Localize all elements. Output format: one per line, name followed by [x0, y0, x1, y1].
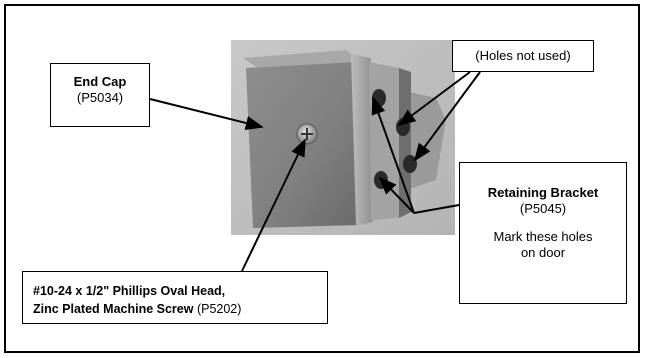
end-cap-part: (P5034)	[76, 90, 124, 105]
holes-leader-2	[413, 71, 481, 162]
screw-leader	[241, 138, 306, 272]
end-cap-name: End Cap	[73, 74, 127, 89]
retaining-bracket-name: Retaining Bracket	[487, 185, 599, 200]
bracket-leader-2	[378, 176, 415, 214]
retaining-bracket-note-2: on door	[520, 245, 566, 260]
retaining-bracket-part: (P5045)	[519, 201, 567, 216]
screw-line1: #10-24 x 1/2" Phillips Oval Head,	[33, 284, 226, 298]
holes-not-used-label: (Holes not used)	[475, 48, 571, 63]
holes-leader-1	[397, 71, 471, 127]
screw-callout: #10-24 x 1/2" Phillips Oval Head, Zinc P…	[22, 271, 328, 324]
bracket-leader-1	[371, 96, 415, 214]
end-cap-callout: End Cap (P5034)	[50, 63, 150, 127]
retaining-bracket-callout: Retaining Bracket (P5045) Mark these hol…	[459, 162, 627, 304]
screw-part: (P5202)	[196, 302, 242, 316]
bracket-pointer	[413, 204, 460, 214]
retaining-bracket-note-1: Mark these holes	[493, 229, 593, 244]
end-cap-leader	[149, 98, 264, 131]
holes-not-used-callout: (Holes not used)	[452, 40, 594, 72]
screw-line2-name: Zinc Plated Machine Screw	[33, 302, 194, 316]
